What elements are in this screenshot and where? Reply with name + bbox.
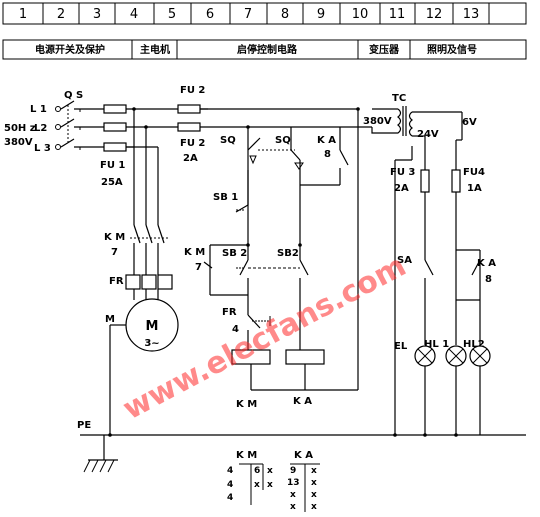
section-power-label: 电源开关及保护 [35,43,105,56]
km-table-mark: x [267,480,273,490]
hl1-label: HL 1 [424,339,449,350]
column-number: 8 [281,7,289,22]
section-lighting-label: 照明及信号 [427,43,477,56]
fu3-rating: 2A [394,183,409,194]
header-table: 1 2 3 4 5 6 7 8 9 10 11 12 13 电源开关及保护 主电… [2,2,527,60]
ka-top-label: K A [317,135,336,146]
motor-phase: 3~ [144,338,159,349]
l2-label: L2 [34,123,47,134]
column-number: 3 [93,7,101,22]
sb2-right-label: SB2 [277,248,299,259]
transformer: TC 380V 6V 24V [363,93,477,435]
ka-signal-label: K A [477,258,496,269]
km-table-right: 6 [254,466,260,476]
ka-table-left: 9 [290,466,296,476]
sb2-left-label: SB 2 [222,248,247,259]
tc-label: TC [392,93,406,104]
pe-ground: PE [77,420,526,473]
hl2-lamp [469,345,491,367]
ka-table-left: x [290,490,296,500]
ka-table-left: 13 [287,478,300,488]
sb1-label: SB 1 [213,192,238,203]
km-main-label: K M [104,232,125,243]
km-table-left: 4 [227,466,233,476]
fr2-column: 4 [232,324,239,335]
column-number: 12 [426,7,443,22]
column-number: 6 [206,7,214,22]
el-lamp [414,345,436,367]
fu4-rating: 1A [467,183,482,194]
fu1-rating: 25A [101,177,123,188]
km-table-title: K M [236,450,257,461]
km-coil-label: K M [236,399,257,410]
section-control-label: 启停控制电路 [237,43,298,56]
ka-table-right: x [311,466,317,476]
sq1-label: SQ [220,135,236,146]
section-transformer-label: 变压器 [369,43,400,56]
sa-label: SA [397,255,412,266]
column-number: 9 [317,7,325,22]
fu2-label: FU 2 [180,138,205,149]
column-number: 13 [463,7,480,22]
fu1-label: FU 1 [100,160,125,171]
fu4-label: FU4 [463,167,485,178]
ka-table-right: x [311,478,317,488]
hl2-label: HL2 [463,339,485,350]
motor-label: M [146,319,159,334]
section-motor-label: 主电机 [140,43,170,56]
tc-primary-label: 380V [363,116,392,127]
ka-table-left: x [290,502,296,512]
l3-label: L 3 [34,143,51,154]
qs-label: Q S [64,90,83,101]
tc-6v-label: 6V [462,117,477,128]
km-sb-label: K M [184,247,205,258]
ka-top-column: 8 [324,149,331,160]
column-number: 1 [19,7,27,22]
km-sb-column: 7 [195,262,202,273]
sq2-label: SQ [275,135,291,146]
ka-coil-label: K A [293,396,312,407]
km-table-left: 4 [227,493,233,503]
el-label: EL [394,341,408,352]
fu2-top-label: FU 2 [180,85,205,96]
lighting-signal: FU 3 2A FU4 1A SA K A 8 EL HL 1 HL2 [390,139,496,435]
km-main-column: 7 [111,247,118,258]
fr-label: FR [109,276,124,287]
ka-signal-column: 8 [485,274,492,285]
tc-24v-label: 24V [417,129,439,140]
fu3-label: FU 3 [390,167,415,178]
pe-label: PE [77,420,91,431]
km-table-right: x [254,480,260,490]
supply-frequency-label: 50H z [4,123,36,134]
ka-table-right: x [311,490,317,500]
fr2-label: FR [222,307,237,318]
l1-label: L 1 [30,104,47,115]
column-number: 2 [57,7,65,22]
control-circuit: FU 2 FU 2 2A SQ SQ K A 8 SB 1 [177,85,372,410]
column-number: 7 [244,7,252,22]
contact-table: K M 4 4 4 6 x x x K A 9 13 x x x x x x [227,450,320,512]
km-table-left: 4 [227,480,233,490]
ka-table-right: x [311,502,317,512]
column-number: 5 [168,7,176,22]
supply-voltage-label: 380V [4,137,33,148]
motor-ground-label: M [105,314,115,325]
ka-table-title: K A [294,450,313,461]
km-table-mark: x [267,466,273,476]
ka-coil [285,349,325,365]
main-circuit: K M 7 FR M 3~ M [104,107,179,435]
column-number: 11 [389,7,406,22]
column-number: 4 [130,7,138,22]
column-number: 10 [352,7,369,22]
fu2-rating: 2A [183,153,198,164]
power-input: Q S L 1 50H z L2 380V L 3 FU 1 25A [4,90,360,188]
hl1-lamp [445,345,467,367]
